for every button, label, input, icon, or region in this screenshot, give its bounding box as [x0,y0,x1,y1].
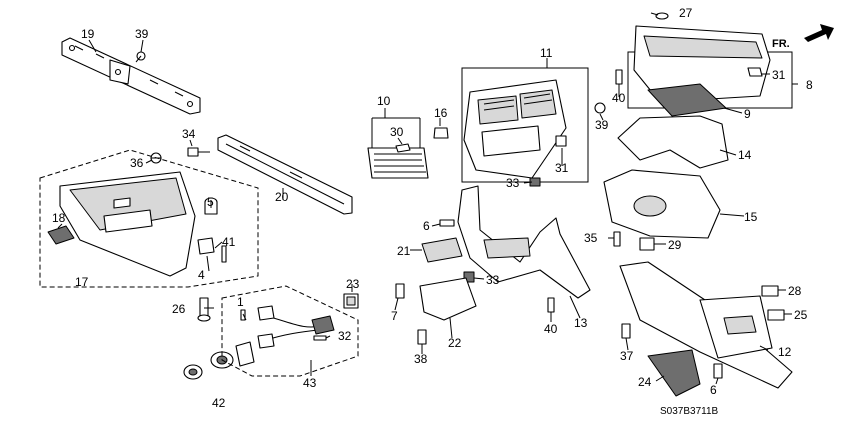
part-32-clip [313,335,327,341]
callout-1: 1 [237,295,244,309]
part-23-cap [343,293,359,309]
part-21-bracket [421,237,463,263]
callout-40-upper: 40 [612,91,626,105]
callout-40-lower: 40 [544,322,558,336]
callout-24: 24 [638,375,652,389]
part-12-knee-panel [619,261,793,389]
part-40-bolt-a [615,69,623,85]
callout-9: 9 [744,107,751,121]
part-5-cylinder [204,197,218,215]
callout-31-visor: 31 [772,68,786,82]
callout-22: 22 [448,336,462,350]
callout-27: 27 [679,6,693,20]
callout-17: 17 [75,275,89,289]
callout-labels: 19 39 34 36 20 18 5 41 4 17 26 1 32 43 4… [52,6,813,417]
part-31-clip-a [555,135,567,147]
part-15-column-cover-lower [603,169,721,239]
part-17-glove-box [39,149,259,288]
callout-33-lower: 33 [486,273,500,287]
part-34-bolt [187,147,210,157]
part-25-clip [767,309,785,321]
callout-39-upper: 39 [595,118,609,132]
callout-37: 37 [620,349,634,363]
callout-18: 18 [52,211,66,225]
callout-6-right: 6 [710,383,717,397]
part-10-panel [367,117,429,179]
part-6-screw-b [713,363,723,379]
callout-6-left: 6 [423,219,430,233]
callout-20: 20 [275,190,289,204]
callout-23: 23 [346,277,360,291]
part-20-support-bar [217,134,353,215]
part-22-bracket [419,277,477,321]
part-26-screw [197,297,211,322]
part-24-cover [647,349,701,397]
callout-36: 36 [130,156,144,170]
part-40-bolt-b [547,297,555,313]
callout-14: 14 [738,148,752,162]
callout-28: 28 [788,284,802,298]
callout-8: 8 [806,78,813,92]
part-30-clip [395,143,411,153]
callout-21: 21 [397,244,411,258]
callout-38: 38 [414,352,428,366]
part-7-screw [395,283,405,299]
callout-25: 25 [794,308,808,322]
part-39-bolt-a [135,51,146,63]
callout-7: 7 [391,309,398,323]
part-37-screw [621,323,631,339]
callout-12: 12 [778,345,792,359]
part-19-bracket [61,37,201,115]
callout-41: 41 [222,235,236,249]
part-35-screw [613,231,621,247]
part-14-column-cover-upper [617,115,729,169]
part-8-meter-visor [627,25,793,109]
callout-43: 43 [303,376,317,390]
callout-11: 11 [540,46,553,60]
part-11-center-panel [461,67,589,183]
part-27-clip [655,12,669,20]
callout-31-center: 31 [555,161,569,175]
callout-5: 5 [207,195,214,209]
part-42-socket [183,341,255,380]
part-9-trim [647,83,727,117]
part-31-clip-b [747,67,763,77]
callout-30: 30 [390,125,404,139]
callout-35: 35 [584,231,598,245]
part-6-screw-a [439,219,455,227]
part-41-pin [221,245,227,263]
part-4-hinge [197,237,215,255]
callout-4: 4 [198,268,205,282]
part-18-latch [47,225,75,245]
callout-16: 16 [434,106,448,120]
part-39-bolt-b [594,102,606,114]
part-38-screw [417,329,427,345]
leader-lines [57,12,798,385]
callout-29: 29 [668,238,682,252]
callout-19: 19 [81,27,95,41]
callout-15: 15 [744,210,758,224]
callout-10: 10 [377,94,391,108]
callout-42: 42 [212,396,226,410]
part-16-knob [433,127,449,139]
callout-13: 13 [574,316,588,330]
callout-fr: FR. [772,38,790,50]
part-13-lower-panel [457,185,591,299]
part-29-clip [639,237,655,251]
part-28-clip [761,285,779,297]
callout-32: 32 [338,329,352,343]
catalog-code: S037B3711B [660,406,719,417]
part-43-harness [221,285,359,377]
front-direction-arrow-icon [804,24,834,42]
callout-39: 39 [135,27,149,41]
callout-33-center: 33 [506,176,520,190]
part-33-clip-a [529,177,541,187]
callout-34: 34 [182,127,196,141]
callout-26: 26 [172,302,186,316]
